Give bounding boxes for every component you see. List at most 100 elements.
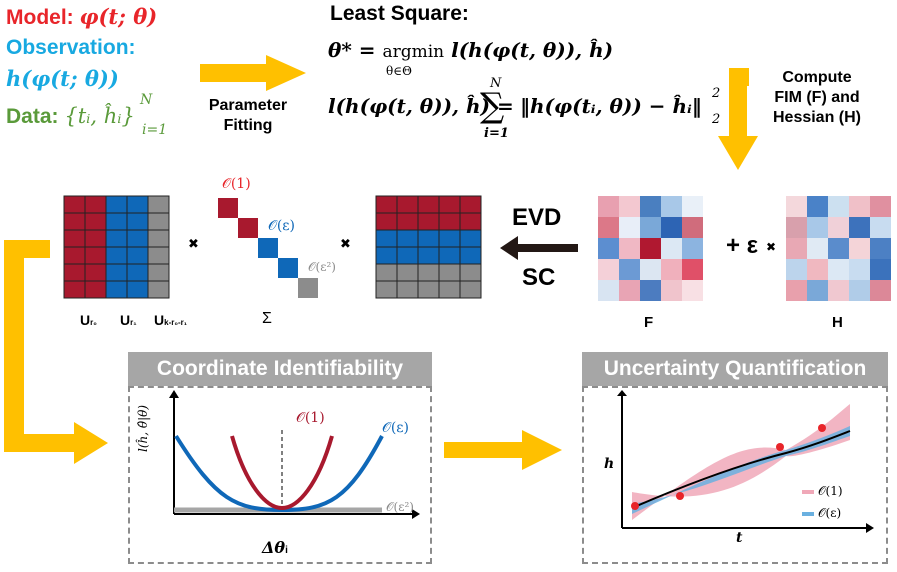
eq2-rhs: ‖h(φ(tᵢ, θ)) − ĥᵢ‖ — [520, 94, 702, 118]
matrix-cell — [619, 280, 640, 301]
ut-matrix — [375, 195, 482, 299]
legend-o1: 𝒪(1) — [818, 484, 843, 498]
matrix-cell — [438, 263, 461, 282]
compute-arrow — [718, 68, 758, 170]
sigma-matrix — [218, 198, 318, 298]
matrix-cell — [63, 195, 86, 214]
matrix-cell — [598, 238, 619, 259]
label-h: H — [832, 314, 843, 331]
matrix-cell — [640, 238, 661, 259]
matrix-cell — [661, 238, 682, 259]
matrix-cell — [105, 212, 128, 231]
times-2-icon: ✖ — [340, 236, 351, 251]
sigma-order1-label: 𝒪(1) — [222, 176, 251, 192]
matrix-cell — [619, 196, 640, 217]
matrix-cell — [375, 195, 398, 214]
matrix-cell — [828, 217, 849, 238]
matrix-cell — [126, 229, 149, 248]
uq-xlabel: t — [736, 530, 743, 546]
matrix-cell — [828, 259, 849, 280]
compute-line3: Hessian (H) — [772, 109, 862, 126]
data-prefix: Data: — [6, 105, 65, 128]
matrix-cell — [682, 217, 703, 238]
matrix-cell — [870, 259, 891, 280]
matrix-cell — [640, 217, 661, 238]
matrix-cell — [828, 280, 849, 301]
matrix-cell — [126, 246, 149, 265]
plus-eps: + ε — [726, 232, 759, 259]
matrix-cell — [661, 259, 682, 280]
data-text: Data: {tᵢ, ĥᵢ} — [6, 104, 135, 129]
matrix-cell — [849, 196, 870, 217]
matrix-cell — [807, 280, 828, 301]
compute-line1: Compute — [782, 69, 852, 86]
matrix-cell — [661, 280, 682, 301]
curve-oeps2-label: 𝒪(ε²) — [386, 500, 414, 514]
matrix-cell — [126, 280, 149, 299]
matrix-cell — [619, 259, 640, 280]
matrix-cell — [661, 196, 682, 217]
eq1-rhs: l(h(φ(t, θ)), ĥ) — [451, 38, 614, 62]
matrix-cell — [619, 217, 640, 238]
data-sub: i=1 — [142, 122, 168, 138]
matrix-cell — [396, 263, 419, 282]
eq1-under: θ∈Θ — [386, 64, 412, 78]
uq-ylabel: h — [604, 456, 615, 472]
eq2-sum-top: N — [490, 76, 502, 91]
eq2-sum-bottom: i=1 — [484, 126, 509, 141]
matrix-cell — [63, 212, 86, 231]
matrix-cell — [640, 196, 661, 217]
model-math: φ(t; θ) — [79, 4, 158, 29]
matrix-cell — [786, 196, 807, 217]
data-sup: N — [140, 92, 153, 108]
matrix-cell — [849, 217, 870, 238]
matrix-cell — [396, 229, 419, 248]
matrix-cell — [870, 196, 891, 217]
matrix-cell — [147, 229, 170, 248]
matrix-cell — [147, 246, 170, 265]
observation-math: h(φ(t; θ)) — [6, 66, 119, 91]
least-square-title: Least Square: — [330, 2, 469, 25]
matrix-cell — [640, 280, 661, 301]
eq1-op: argmin — [382, 42, 445, 62]
matrix-cell — [870, 217, 891, 238]
matrix-cell — [807, 238, 828, 259]
matrix-cell — [682, 196, 703, 217]
matrix-cell — [126, 195, 149, 214]
matrix-cell — [438, 246, 461, 265]
fitting-arrow — [200, 55, 306, 91]
matrix-cell — [417, 246, 440, 265]
sigma-order-eps2-label: 𝒪(ε²) — [308, 260, 336, 274]
observation-label: Observation: — [6, 36, 136, 59]
evd-arrow — [500, 236, 578, 260]
uq-title: Uncertainty Quantification — [582, 352, 888, 386]
legend-oeps: 𝒪(ε) — [818, 506, 842, 520]
matrix-cell — [661, 217, 682, 238]
matrix-cell — [598, 217, 619, 238]
matrix-cell — [849, 259, 870, 280]
eq2-sub: 2 — [712, 112, 721, 127]
matrix-cell — [147, 195, 170, 214]
identifiability-title: Coordinate Identifiability — [128, 352, 432, 386]
matrix-cell — [459, 195, 482, 214]
matrix-cell — [375, 263, 398, 282]
matrix-cell — [807, 217, 828, 238]
matrix-cell — [682, 238, 703, 259]
matrix-cell — [459, 246, 482, 265]
matrix-cell — [84, 195, 107, 214]
matrix-cell — [438, 195, 461, 214]
matrix-cell — [786, 238, 807, 259]
matrix-cell — [870, 238, 891, 259]
curve-o1-label: 𝒪(1) — [296, 410, 325, 426]
curve-oeps-label: 𝒪(ε) — [382, 420, 409, 436]
matrix-cell — [147, 280, 170, 299]
compute-line2: FIM (F) and — [774, 89, 860, 106]
matrix-cell — [417, 229, 440, 248]
evd-label: EVD — [512, 204, 562, 231]
u-matrix — [63, 195, 170, 299]
eq2-sup: 2 — [712, 86, 721, 101]
matrix-cell — [84, 212, 107, 231]
matrix-cell — [849, 238, 870, 259]
matrix-cell — [417, 280, 440, 299]
eq1: θ* = argmin l(h(φ(t, θ)), ĥ) — [328, 38, 613, 62]
